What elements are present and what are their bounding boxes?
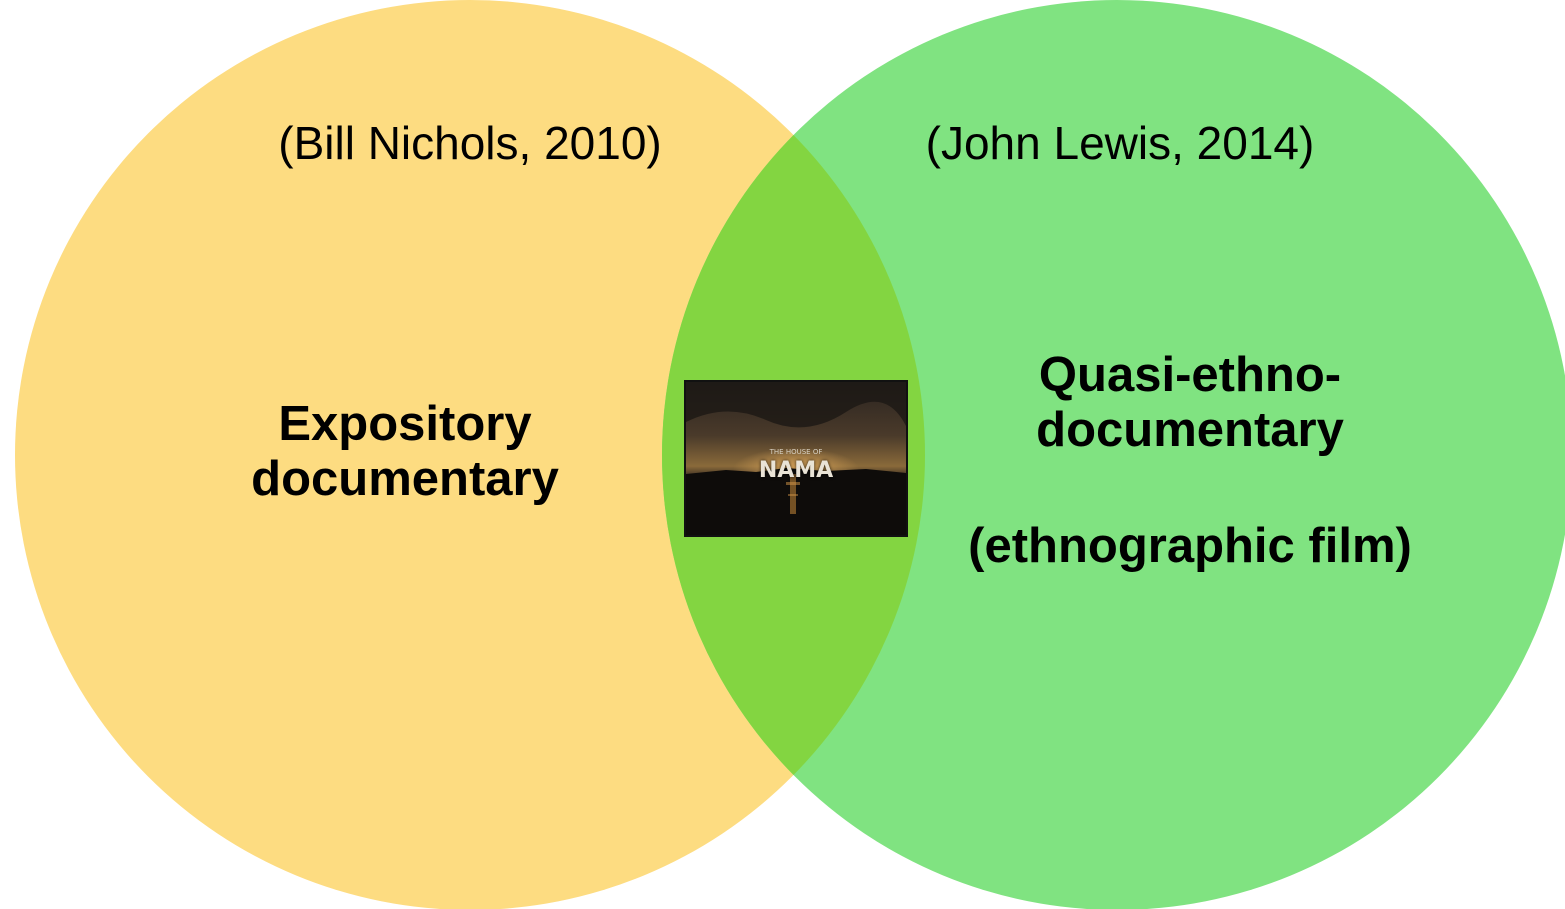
film-still-icon bbox=[686, 382, 906, 535]
film-still-kicker: THE HOUSE OF bbox=[769, 448, 823, 456]
right-set-concept-line: documentary bbox=[1036, 402, 1344, 457]
left-set-citation: (Bill Nichols, 2010) bbox=[278, 117, 662, 169]
right-set-concept-line: Quasi-ethno- bbox=[1038, 348, 1342, 402]
left-set-concept-line: Expository bbox=[278, 397, 532, 451]
right-set-citation: (John Lewis, 2014) bbox=[925, 117, 1315, 169]
right-set-concept-subtitle: (ethnographic film) bbox=[968, 519, 1412, 573]
film-still-title: NAMA bbox=[758, 458, 834, 483]
right-set-concept: Quasi-ethno- documentary bbox=[960, 348, 1420, 458]
left-set-concept: Expository documentary bbox=[180, 397, 630, 507]
left-set-circle bbox=[15, 0, 925, 909]
right-set-circle bbox=[662, 0, 1565, 909]
film-still-image: THE HOUSE OF NAMA bbox=[684, 380, 908, 537]
left-set-concept-line: documentary bbox=[251, 451, 559, 506]
